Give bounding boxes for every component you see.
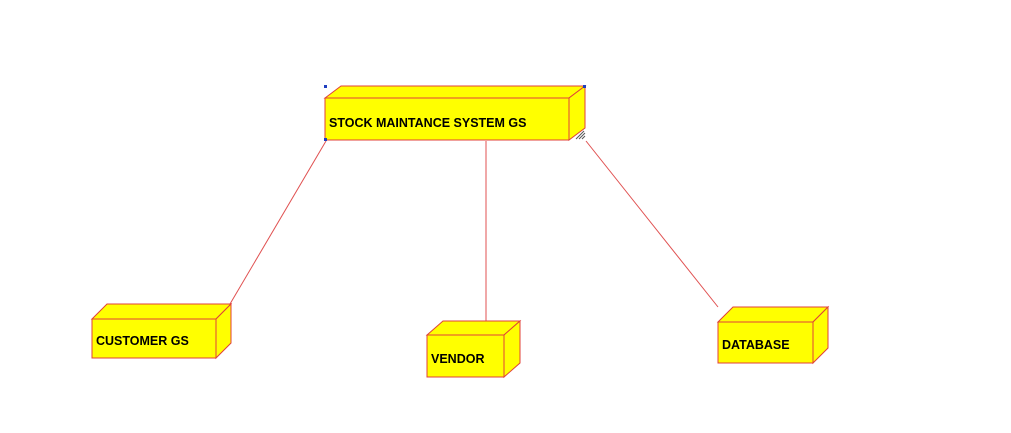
- node-top-face: [323, 85, 587, 99]
- selection-handle[interactable]: [324, 138, 327, 141]
- node-stock-maintance-system[interactable]: STOCK MAINTANCE SYSTEM GS: [323, 85, 587, 141]
- node-label: VENDOR: [431, 352, 484, 366]
- resize-grip-icon[interactable]: [575, 130, 586, 140]
- selection-handle[interactable]: [324, 85, 327, 88]
- node-top-face: [90, 303, 233, 320]
- node-front-face: [324, 97, 570, 141]
- node-front-face: [91, 318, 217, 359]
- node-label: STOCK MAINTANCE SYSTEM GS: [329, 116, 526, 130]
- node-label: DATABASE: [722, 338, 790, 352]
- node-database[interactable]: DATABASE: [716, 305, 830, 365]
- node-front-face: [426, 334, 505, 378]
- node-label: CUSTOMER GS: [96, 334, 189, 348]
- node-customer[interactable]: CUSTOMER GS: [90, 302, 233, 360]
- node-vendor[interactable]: VENDOR: [425, 319, 522, 379]
- node-front-face: [717, 321, 814, 364]
- connector-main-customer[interactable]: [229, 140, 327, 305]
- connector-main-database[interactable]: [585, 140, 719, 308]
- connectors: [229, 140, 719, 321]
- node-top-face: [716, 306, 830, 323]
- selection-handle[interactable]: [583, 85, 586, 88]
